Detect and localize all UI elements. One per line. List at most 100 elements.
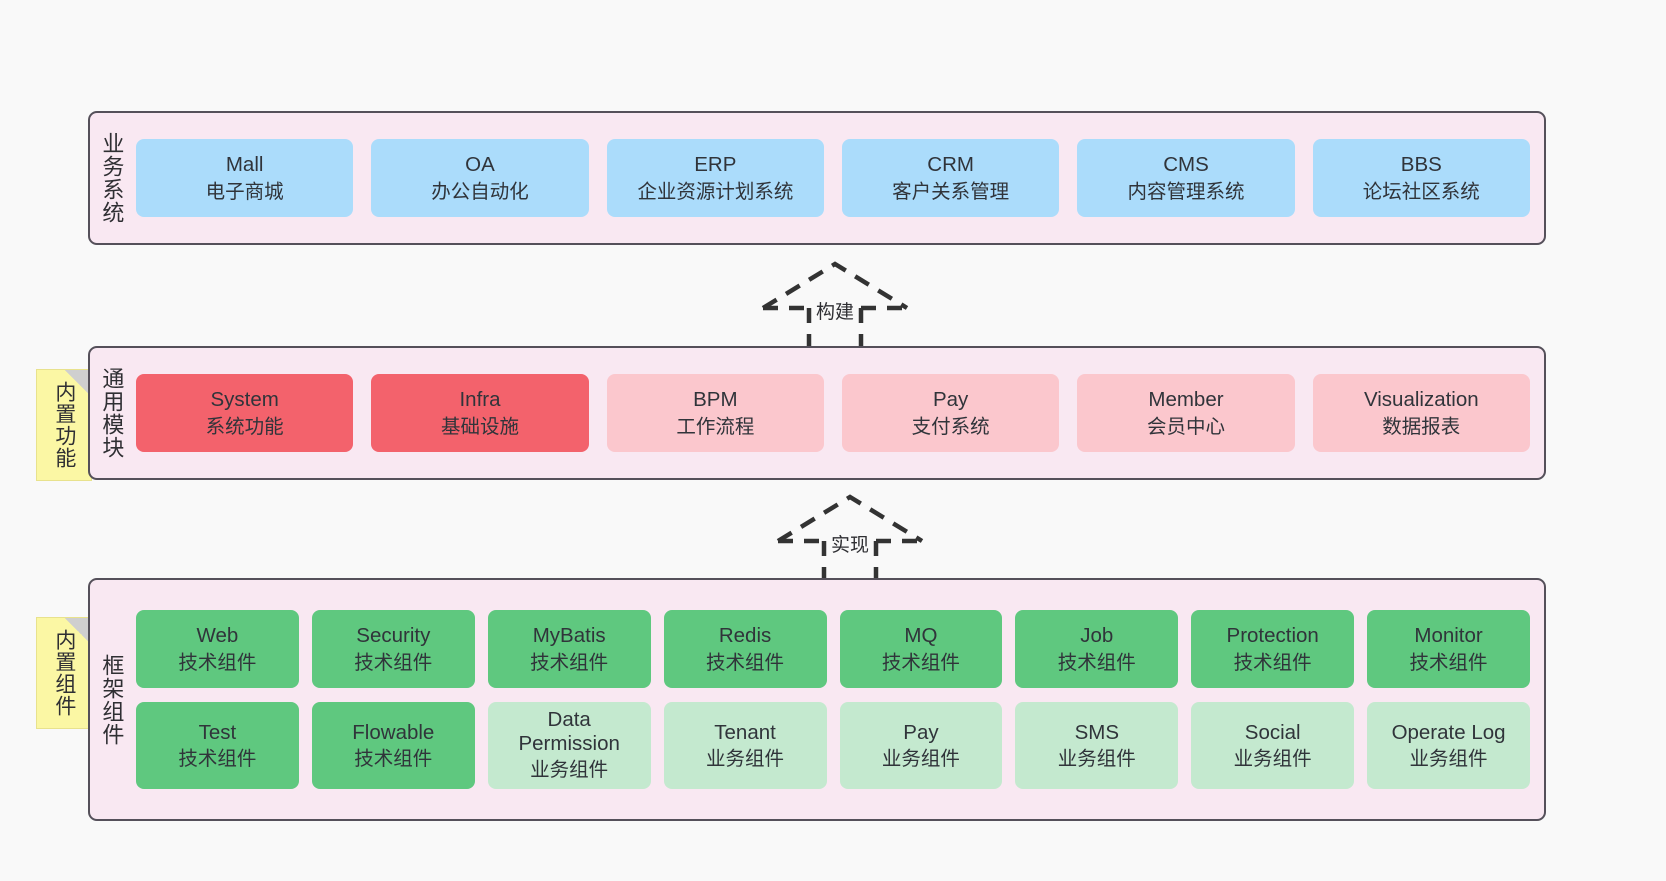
box-bpm[interactable]: BPM 工作流程 (606, 374, 824, 452)
connector-build: 构建 (755, 258, 915, 356)
layer-common-module: 通用模块 System 系统功能 Infra 基础设施 BPM 工作流程 Pay… (88, 346, 1546, 480)
box-member-cn: 会员中心 (1146, 415, 1225, 438)
layer-title-business-system: 业务系统 (99, 132, 125, 224)
box-system-en: System (210, 388, 279, 412)
connector-implement-label: 实现 (831, 535, 870, 556)
box-test-cn: 技术组件 (178, 748, 257, 771)
box-security-en: Security (356, 624, 431, 648)
box-bbs-cn: 论坛社区系统 (1362, 180, 1480, 203)
box-pay-module-cn: 支付系统 (911, 415, 990, 438)
box-security[interactable]: Security 技术组件 (311, 610, 475, 689)
sticky-note-builtin-component-label: 内置组件 (52, 629, 76, 717)
box-data-permission[interactable]: Data Permission 业务组件 (487, 702, 651, 789)
layer-business-system: 业务系统 Mall 电子商城 OA 办公自动化 ERP 企业资源计划系统 CRM… (88, 111, 1546, 245)
layer-title-common-module: 通用模块 (99, 367, 125, 459)
box-job[interactable]: Job 技术组件 (1015, 610, 1179, 689)
box-system-cn: 系统功能 (205, 415, 284, 438)
box-crm[interactable]: CRM 客户关系管理 (841, 139, 1060, 217)
box-infra[interactable]: Infra 基础设施 (371, 374, 589, 452)
box-social-en: Social (1244, 720, 1301, 744)
framework-tech-row: Web 技术组件 Security 技术组件 MyBatis 技术组件 Redi… (136, 610, 1530, 689)
layer-body-common-module: System 系统功能 Infra 基础设施 BPM 工作流程 Pay 支付系统… (132, 348, 1544, 478)
business-system-row: Mall 电子商城 OA 办公自动化 ERP 企业资源计划系统 CRM 客户关系… (136, 139, 1530, 217)
box-pay-component-en: Pay (903, 720, 939, 744)
box-infra-en: Infra (459, 388, 501, 412)
connector-build-label: 构建 (816, 302, 855, 323)
box-pay-module[interactable]: Pay 支付系统 (841, 374, 1060, 452)
sticky-fold-corner-icon (65, 618, 91, 644)
box-pay-component[interactable]: Pay 业务组件 (839, 702, 1003, 789)
box-oa[interactable]: OA 办公自动化 (371, 139, 589, 217)
box-erp[interactable]: ERP 企业资源计划系统 (606, 139, 824, 217)
box-job-cn: 技术组件 (1057, 651, 1136, 674)
box-data-permission-cn: 业务组件 (530, 758, 609, 781)
box-cms-en: CMS (1163, 153, 1209, 177)
box-infra-cn: 基础设施 (440, 415, 519, 438)
box-mq-cn: 技术组件 (881, 651, 960, 674)
box-social-cn: 业务组件 (1233, 748, 1312, 771)
box-redis-en: Redis (718, 624, 772, 648)
box-sms-cn: 业务组件 (1057, 748, 1136, 771)
box-mybatis-cn: 技术组件 (530, 651, 609, 674)
box-pay-module-en: Pay (932, 388, 969, 412)
box-sms[interactable]: SMS 业务组件 (1015, 702, 1179, 789)
box-flowable-en: Flowable (352, 720, 435, 744)
sticky-fold-corner-icon (65, 370, 91, 396)
box-mq-en: MQ (904, 624, 938, 648)
box-bpm-en: BPM (693, 388, 738, 412)
box-protection-cn: 技术组件 (1233, 651, 1312, 674)
box-redis-cn: 技术组件 (706, 651, 785, 674)
box-oa-cn: 办公自动化 (431, 180, 529, 203)
box-mall[interactable]: Mall 电子商城 (136, 139, 354, 217)
box-social[interactable]: Social 业务组件 (1191, 702, 1355, 789)
box-crm-en: CRM (927, 153, 974, 177)
box-visualization-en: Visualization (1363, 388, 1479, 412)
box-system[interactable]: System 系统功能 (136, 374, 354, 452)
box-cms[interactable]: CMS 内容管理系统 (1077, 139, 1295, 217)
box-operate-log-en: Operate Log (1391, 720, 1506, 744)
box-bpm-cn: 工作流程 (676, 415, 755, 438)
box-security-cn: 技术组件 (354, 651, 433, 674)
box-bbs-en: BBS (1400, 153, 1442, 177)
box-monitor-cn: 技术组件 (1409, 651, 1488, 674)
layer-title-framework-component: 框架组件 (99, 653, 125, 746)
box-mybatis-en: MyBatis (532, 624, 606, 648)
connector-build-shape (761, 261, 909, 354)
box-tenant[interactable]: Tenant 业务组件 (663, 702, 827, 789)
box-protection-en: Protection (1226, 624, 1319, 648)
box-bbs[interactable]: BBS 论坛社区系统 (1312, 139, 1530, 217)
layer-body-framework-component: Web 技术组件 Security 技术组件 MyBatis 技术组件 Redi… (132, 580, 1544, 819)
box-flowable-cn: 技术组件 (354, 748, 433, 771)
box-tenant-cn: 业务组件 (706, 748, 785, 771)
box-monitor-en: Monitor (1414, 624, 1483, 648)
box-member[interactable]: Member 会员中心 (1077, 374, 1295, 452)
box-erp-en: ERP (694, 153, 737, 177)
box-pay-component-cn: 业务组件 (881, 748, 960, 771)
box-redis[interactable]: Redis 技术组件 (663, 610, 827, 689)
box-cms-cn: 内容管理系统 (1127, 180, 1245, 203)
box-operate-log[interactable]: Operate Log 业务组件 (1367, 702, 1530, 789)
connector-implement-shape (776, 494, 924, 587)
box-mybatis[interactable]: MyBatis 技术组件 (487, 610, 651, 689)
box-mq[interactable]: MQ 技术组件 (839, 610, 1003, 689)
box-test[interactable]: Test 技术组件 (136, 702, 299, 789)
box-test-en: Test (198, 720, 237, 744)
framework-business-row: Test 技术组件 Flowable 技术组件 Data Permission … (136, 702, 1530, 789)
box-crm-cn: 客户关系管理 (892, 180, 1010, 203)
box-job-en: Job (1080, 624, 1114, 648)
layer-body-business-system: Mall 电子商城 OA 办公自动化 ERP 企业资源计划系统 CRM 客户关系… (132, 113, 1544, 243)
box-mall-cn: 电子商城 (205, 180, 284, 203)
box-web[interactable]: Web 技术组件 (136, 610, 299, 689)
box-monitor[interactable]: Monitor 技术组件 (1367, 610, 1530, 689)
box-data-permission-en: Data Permission (518, 708, 620, 756)
box-member-en: Member (1148, 388, 1224, 412)
box-tenant-en: Tenant (714, 720, 776, 744)
box-web-en: Web (196, 624, 239, 648)
box-protection[interactable]: Protection 技术组件 (1191, 610, 1355, 689)
layer-framework-component: 框架组件 Web 技术组件 Security 技术组件 MyBatis 技术组件… (88, 578, 1546, 821)
sticky-note-builtin-component: 内置组件 (36, 617, 92, 729)
box-visualization[interactable]: Visualization 数据报表 (1312, 374, 1530, 452)
connector-implement: 实现 (770, 491, 930, 589)
box-flowable[interactable]: Flowable 技术组件 (311, 702, 475, 789)
